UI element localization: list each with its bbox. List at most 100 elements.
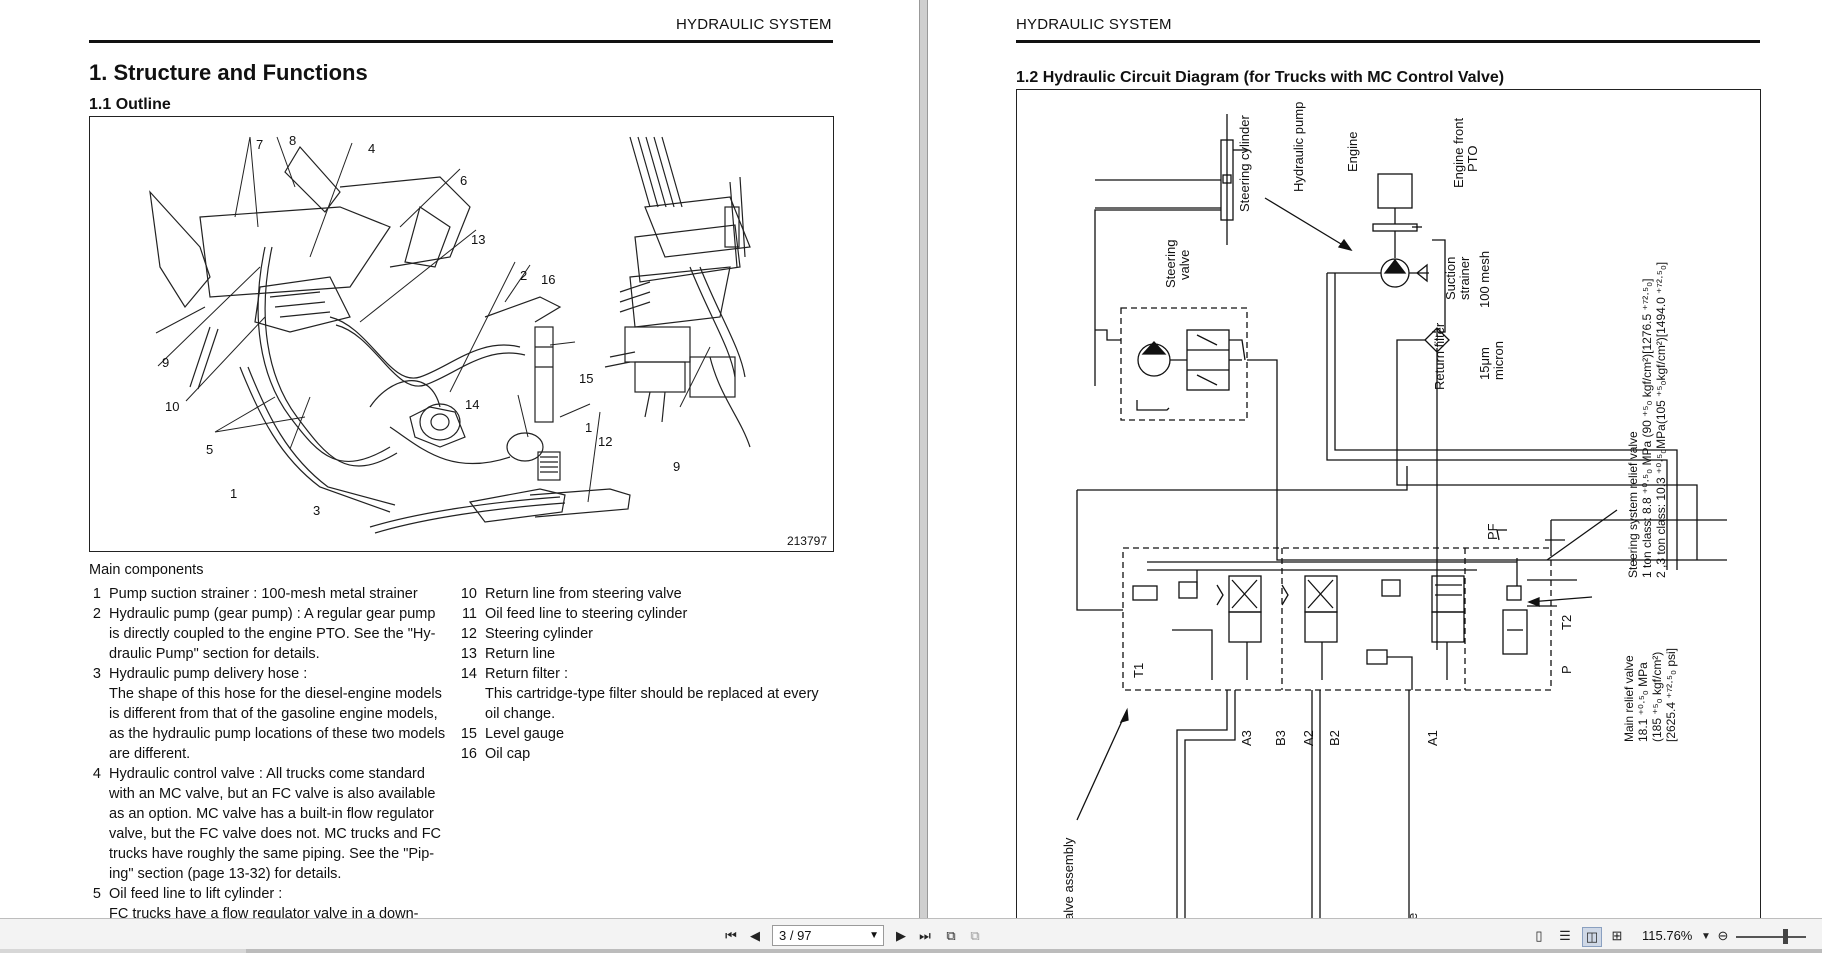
component-text-line: This cartridge-type filter should be rep…	[485, 686, 819, 702]
label-micron-1: 15μm	[1477, 347, 1492, 380]
component-text-line: ing" section (page 13-32) for details.	[109, 866, 342, 882]
component-text-line: draulic Pump" section for details.	[109, 646, 320, 662]
component-text-line: Pump suction strainer : 100-mesh metal s…	[109, 586, 418, 602]
main-components-title: Main components	[89, 562, 204, 578]
component-number: 1	[92, 586, 101, 602]
label-ssrv-1: Steering system relief valve	[1626, 431, 1640, 578]
viewer-toolbar: ⏮ ◀ 3 / 97 ▼ ▶ ⏭ ⧉ ⧉ ▯ ☰ ◫ ⊞ 115.76% ▼ ⊖	[0, 918, 1822, 953]
page-copy-icon[interactable]: ⧉	[970, 928, 980, 943]
component-number: 14	[460, 666, 477, 682]
label-b2: B2	[1327, 730, 1342, 746]
label-mrv-3: (185 ⁺⁵₀ kgf/cm²)	[1650, 652, 1664, 742]
callout-10: 10	[165, 399, 179, 414]
zoom-slider[interactable]	[1736, 936, 1806, 938]
zoom-level[interactable]: 115.76%	[1642, 928, 1693, 943]
component-number: 5	[92, 886, 101, 902]
subsection-title: 1.2 Hydraulic Circuit Diagram (for Truck…	[1016, 69, 1505, 86]
callout-1a: 1	[585, 420, 592, 435]
label-ssrv-3: 2 ,3 ton class: 10.3 ⁺⁰·⁵₀MPa(105 ⁺⁵₀kgf…	[1654, 262, 1668, 578]
callout-9: 9	[162, 355, 169, 370]
first-page-icon[interactable]: ⏮	[725, 928, 737, 943]
label-hydraulic-pump: Hydraulic pump	[1291, 102, 1306, 192]
component-number: 12	[460, 626, 477, 642]
callout-2: 2	[520, 268, 527, 283]
two-page-scroll-icon[interactable]: ⊞	[1611, 928, 1623, 943]
label-steering-cylinder: Steering cylinder	[1237, 115, 1252, 212]
zoom-dropdown-icon[interactable]: ▼	[1701, 930, 1711, 942]
component-number: 16	[460, 746, 477, 762]
label-p: P	[1559, 665, 1574, 674]
last-page-icon[interactable]: ⏭	[919, 928, 931, 943]
zoom-slider-thumb[interactable]	[1783, 929, 1788, 944]
continuous-icon[interactable]: ☰	[1559, 928, 1571, 943]
label-mrv-2: 18.1 ⁺⁰·⁵₀ MPa	[1636, 662, 1650, 742]
component-number: 15	[460, 726, 477, 742]
label-engine-front-pto-2: PTO	[1465, 146, 1480, 173]
component-item: 14 Return filter : This cartridge-type fil…	[455, 664, 835, 724]
two-page-icon[interactable]: ◫	[1582, 927, 1602, 947]
page-header: HYDRAULIC SYSTEM	[676, 16, 832, 33]
label-t2: T2	[1559, 615, 1574, 630]
component-text-line: oil change.	[485, 706, 556, 722]
horizontal-scrollbar[interactable]	[0, 949, 1822, 953]
outline-figure: 7 8 4 6 13 2 16 9 10 5 15 14 1 12 1 3 9 …	[89, 116, 834, 552]
label-b3: B3	[1273, 730, 1288, 746]
subsection-title: 1.1 Outline	[89, 96, 171, 113]
component-text-line: valve, but the FC valve does not. MC tru…	[109, 826, 442, 842]
label-suction-strainer-2: strainer	[1457, 256, 1472, 300]
component-text-line: is directly coupled to the engine PTO. S…	[109, 626, 436, 642]
component-text-line: Return line	[485, 646, 556, 662]
component-number: 4	[92, 766, 101, 782]
component-item: 13 Return line	[455, 644, 835, 664]
scrollbar-thumb[interactable]	[246, 949, 1822, 953]
hydraulic-system-illustration: 7 8 4 6 13 2 16 9 10 5 15 14 1 12 1 3 9	[149, 133, 751, 534]
label-suction-strainer-1: Suction	[1443, 257, 1458, 300]
page-header: HYDRAULIC SYSTEM	[1016, 16, 1172, 33]
component-text-line: trucks have roughly the same piping. See…	[109, 846, 435, 862]
circuit-diagram-svg: Steering cylinder Hydraulic pump Engine …	[1061, 102, 1727, 918]
component-number: 3	[92, 666, 101, 682]
single-page-icon[interactable]: ▯	[1535, 928, 1543, 943]
component-text-line: are different.	[109, 746, 191, 762]
callout-4: 4	[368, 141, 375, 156]
label-steering-valve-1: Steering	[1163, 240, 1178, 288]
section-title: 1. Structure and Functions	[89, 60, 368, 85]
prev-page-icon[interactable]: ◀	[750, 928, 760, 943]
label-mrv-1: Main relief valve	[1622, 655, 1636, 742]
label-ssrv-2: 1 ton class: 8.8 ⁺⁰·⁵₀ MPa (90 ⁺⁵₀ kgf/c…	[1640, 279, 1654, 578]
next-page-icon[interactable]: ▶	[896, 928, 906, 943]
label-mrv-4: [2625.4 ⁺⁷²·⁵₀ psi]	[1664, 648, 1678, 742]
callout-5: 5	[206, 442, 213, 457]
label-a3: A3	[1239, 730, 1254, 746]
component-text-line: Return filter :	[485, 666, 568, 682]
page-divider	[919, 0, 928, 918]
figure-number: 213797	[786, 534, 827, 548]
label-steering-valve-2: valve	[1177, 250, 1192, 280]
label-mesh: 100 mesh	[1477, 251, 1492, 308]
callout-14: 14	[465, 397, 479, 412]
label-a2: A2	[1301, 730, 1316, 746]
component-number: 13	[460, 646, 477, 662]
page-number-value: 3 / 97	[779, 928, 812, 943]
callout-15: 15	[579, 371, 593, 386]
header-rule	[89, 40, 833, 43]
component-text-line: is different from that of the gasoline e…	[109, 706, 438, 722]
zoom-out-icon[interactable]: ⊖	[1717, 928, 1729, 943]
component-text-line: Hydraulic pump delivery hose :	[109, 666, 308, 682]
page-number-field[interactable]: 3 / 97 ▼	[772, 925, 884, 946]
label-t1: T1	[1131, 663, 1146, 678]
component-text-line: as an option. MC valve has a built-in fl…	[109, 806, 434, 822]
callout-9b: 9	[673, 459, 680, 474]
component-text-line: Oil cap	[485, 746, 531, 762]
label-return-filter: Return filter	[1432, 322, 1447, 390]
label-a1: A1	[1425, 730, 1440, 746]
chevron-down-icon[interactable]: ▼	[869, 930, 879, 941]
page-export-icon[interactable]: ⧉	[946, 928, 956, 943]
